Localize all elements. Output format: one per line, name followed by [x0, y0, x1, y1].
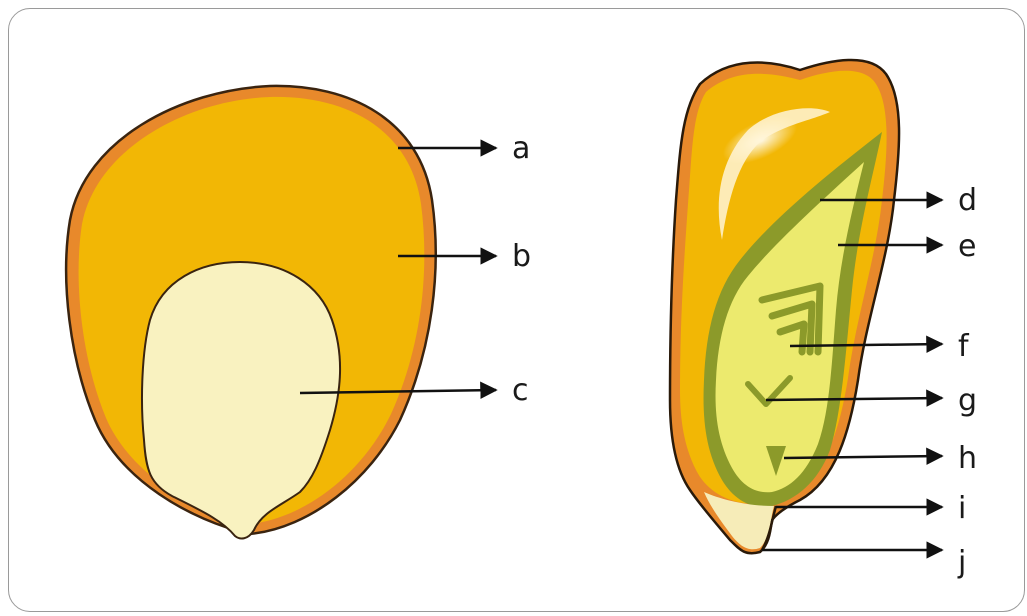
label-e: e — [958, 229, 976, 264]
label-h: h — [958, 441, 977, 476]
label-j: j — [957, 545, 966, 580]
longitudinal-section-seed: d e f g h i j — [670, 60, 977, 580]
label-i: i — [958, 491, 966, 526]
label-a: a — [512, 131, 530, 166]
label-b: b — [512, 239, 531, 274]
label-c: c — [512, 373, 529, 408]
label-f: f — [958, 329, 970, 364]
label-d: d — [958, 183, 977, 218]
cross-section-seed: a b c — [66, 86, 531, 539]
label-g: g — [958, 383, 977, 418]
